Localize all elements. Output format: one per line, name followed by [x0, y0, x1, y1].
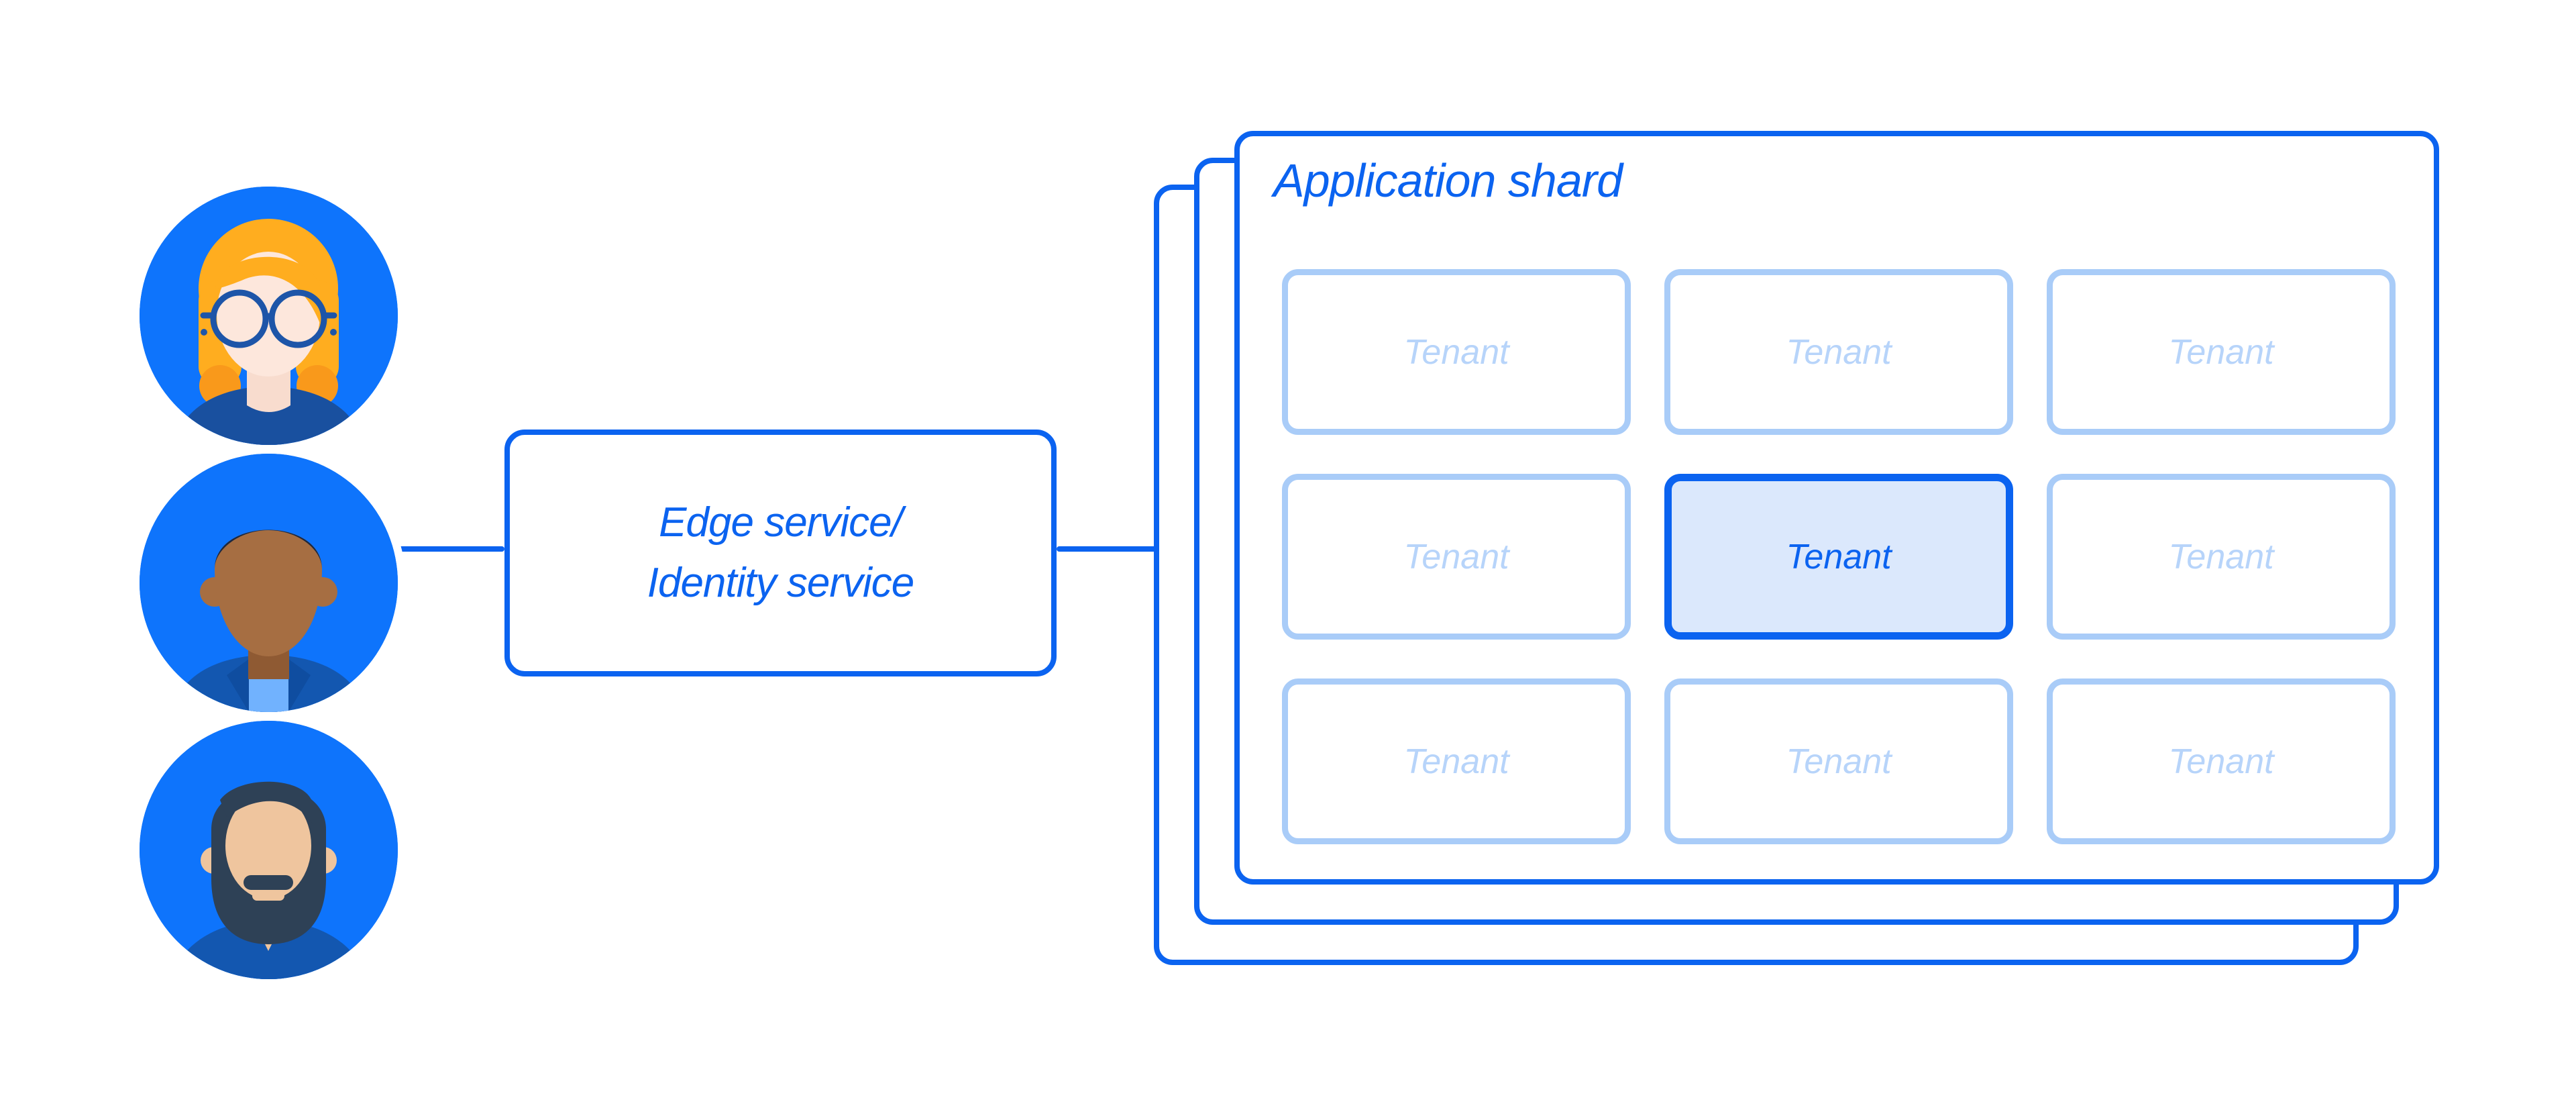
avatar-man-beard-illustration — [140, 721, 398, 979]
avatar-woman-glasses — [140, 187, 398, 445]
avatar-man-beard — [140, 721, 398, 979]
tenant-box-7: Tenant — [1282, 678, 1631, 844]
tenant-grid: Tenant Tenant Tenant Tenant Tenant Tenan… — [1282, 269, 2396, 844]
tenant-box-5-highlighted: Tenant — [1664, 474, 2013, 640]
avatar-man — [140, 454, 398, 712]
edge-service-label-line2: Identity service — [647, 560, 915, 606]
tenant-box-6: Tenant — [2047, 474, 2396, 640]
avatar-man-illustration — [140, 454, 398, 712]
tenant-box-1: Tenant — [1282, 269, 1631, 435]
tenant-box-3: Tenant — [2047, 269, 2396, 435]
edge-service-label-line1: Edge service/ — [659, 499, 903, 546]
edge-identity-service-box: Edge service/ Identity service — [504, 430, 1057, 676]
avatar-woman-glasses-illustration — [140, 187, 398, 445]
connector-users-to-edge — [398, 546, 504, 552]
tenant-box-9: Tenant — [2047, 678, 2396, 844]
tenant-box-8: Tenant — [1664, 678, 2013, 844]
tenant-box-2: Tenant — [1664, 269, 2013, 435]
application-shard-title: Application shard — [1273, 154, 1623, 207]
application-shard-card-front: Application shard Tenant Tenant Tenant T… — [1234, 131, 2439, 885]
connector-edge-to-shard — [1057, 546, 1157, 552]
tenant-box-4: Tenant — [1282, 474, 1631, 640]
